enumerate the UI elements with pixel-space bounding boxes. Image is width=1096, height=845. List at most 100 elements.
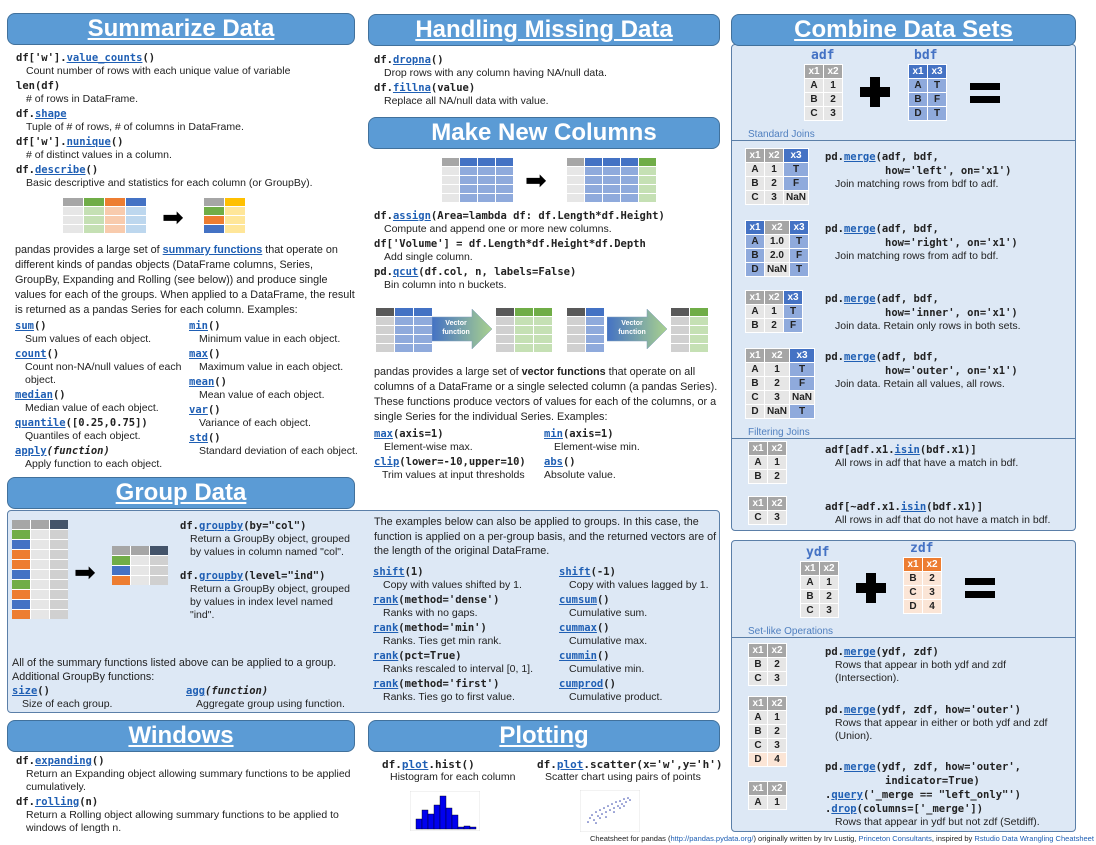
code-suffix: (value) xyxy=(430,82,476,94)
footer-text: , inspired by xyxy=(931,834,975,843)
link-qcut[interactable]: qcut xyxy=(392,266,419,278)
link-apply[interactable]: apply xyxy=(15,445,47,457)
plus-icon xyxy=(860,77,890,107)
combine-joins-panel xyxy=(731,44,1076,531)
link-cumsum[interactable]: cumsum xyxy=(559,594,597,606)
code-suffix: .hist() xyxy=(428,758,475,771)
label-line: function xyxy=(442,329,470,336)
plotting-header: Plotting xyxy=(368,720,720,752)
args: (axis=1) xyxy=(562,428,614,440)
link-abs[interactable]: abs xyxy=(544,456,563,468)
group-vector-functions: shift(1)Copy with values shifted by 1. r… xyxy=(373,565,718,705)
link-merge[interactable]: merge xyxy=(843,151,876,163)
link-count[interactable]: count xyxy=(15,348,47,360)
link-plot[interactable]: plot xyxy=(556,758,584,771)
link-merge[interactable]: merge xyxy=(843,293,876,305)
link-pandas-site[interactable]: http://pandas.pydata.org/ xyxy=(670,834,754,843)
link-var[interactable]: var xyxy=(189,404,208,416)
link-agg[interactable]: agg xyxy=(186,685,205,697)
link-shift[interactable]: shift xyxy=(559,566,591,578)
code-prefix: pd. xyxy=(825,151,844,163)
description: (Intersection). xyxy=(835,672,900,684)
link-sum[interactable]: sum xyxy=(15,320,34,332)
missing-title: Handling Missing Data xyxy=(415,16,673,43)
link-dropna[interactable]: dropna xyxy=(392,54,431,66)
link-rank[interactable]: rank xyxy=(373,594,399,606)
args: (pct=True) xyxy=(398,650,462,662)
description: Tuple of # of rows, # of columns in Data… xyxy=(26,121,244,133)
args: (-1) xyxy=(590,566,616,578)
arrow-right-icon: ➡ xyxy=(162,202,184,232)
code-suffix: (ydf, zdf, how='outer') xyxy=(875,704,1021,716)
args: () xyxy=(596,650,610,662)
link-fillna[interactable]: fillna xyxy=(392,82,431,94)
description: Drop rows with any column having NA/null… xyxy=(384,67,607,79)
newcols-section: df.assign(Area=lambda df: df.Length*df.H… xyxy=(374,209,724,293)
link-groupby-level[interactable]: groupby xyxy=(198,570,244,582)
link-merge[interactable]: merge xyxy=(843,223,876,235)
link-expanding[interactable]: expanding xyxy=(34,755,92,767)
link-nunique[interactable]: nunique xyxy=(66,136,111,148)
link-clip[interactable]: clip xyxy=(374,456,400,468)
description: Histogram for each column xyxy=(390,771,516,783)
link-rolling[interactable]: rolling xyxy=(34,796,80,808)
code-prefix: adf[~adf.x1. xyxy=(825,501,901,513)
code-suffix: (n) xyxy=(79,796,99,808)
code-suffix: (df.col, n, labels=False) xyxy=(418,266,577,278)
link-rstudio-cheatsheet[interactable]: Rstudio Data Wrangling Cheatsheet xyxy=(974,834,1094,843)
link-princeton-consultants[interactable]: Princeton Consultants xyxy=(858,834,932,843)
link-cummin[interactable]: cummin xyxy=(559,650,597,662)
link-assign[interactable]: assign xyxy=(392,210,431,222)
link-describe[interactable]: describe xyxy=(34,164,86,176)
link-shift[interactable]: shift xyxy=(373,566,405,578)
link-rank[interactable]: rank xyxy=(373,650,399,662)
code-line: how='inner', on='x1') xyxy=(885,307,1018,319)
link-isin[interactable]: isin xyxy=(900,501,927,513)
link-plot[interactable]: plot xyxy=(401,758,429,771)
footer-credits: Cheatsheet for pandas (http://pandas.pyd… xyxy=(590,834,1094,843)
link-value-counts[interactable]: value_counts xyxy=(66,52,143,64)
link-median[interactable]: median xyxy=(15,389,53,401)
description: Apply function to each object. xyxy=(25,458,163,470)
code-prefix: pd. xyxy=(825,761,844,773)
link-query[interactable]: query xyxy=(831,789,863,801)
code-suffix: (adf, bdf, xyxy=(875,151,939,163)
link-merge[interactable]: merge xyxy=(843,351,876,363)
link-merge[interactable]: merge xyxy=(843,646,876,658)
link-summary-functions[interactable]: summary functions xyxy=(162,244,263,256)
link-min[interactable]: min xyxy=(189,320,208,332)
link-max[interactable]: max xyxy=(189,348,208,360)
link-shape[interactable]: shape xyxy=(34,108,67,120)
link-isin[interactable]: isin xyxy=(894,444,920,456)
link-cumprod[interactable]: cumprod xyxy=(559,678,604,690)
link-min[interactable]: min xyxy=(544,428,563,440)
link-rank[interactable]: rank xyxy=(373,622,399,634)
link-drop[interactable]: drop xyxy=(831,803,857,815)
args: (1) xyxy=(404,566,424,578)
link-max[interactable]: max xyxy=(374,428,393,440)
args: () xyxy=(52,389,66,401)
link-rank[interactable]: rank xyxy=(373,678,399,690)
description: Bin column into n buckets. xyxy=(384,279,507,291)
description: Ranks. Ties go to first value. xyxy=(383,691,515,703)
args: () xyxy=(596,622,610,634)
left-join: pd.merge(adf, bdf, how='left', on='x1') … xyxy=(825,150,1085,191)
link-merge[interactable]: merge xyxy=(843,761,876,773)
code-prefix: df. xyxy=(374,54,393,66)
windows-header: Windows xyxy=(7,720,355,752)
group-title: Group Data xyxy=(115,479,247,506)
link-merge[interactable]: merge xyxy=(843,704,876,716)
link-size[interactable]: size xyxy=(12,685,38,697)
link-groupby[interactable]: groupby xyxy=(198,520,244,532)
link-std[interactable]: std xyxy=(189,432,208,444)
link-cummax[interactable]: cummax xyxy=(559,622,597,634)
missing-section: df.dropna()Drop rows with any column hav… xyxy=(374,53,719,109)
link-quantile[interactable]: quantile xyxy=(15,417,66,429)
link-mean[interactable]: mean xyxy=(189,376,215,388)
plus-icon xyxy=(856,573,886,603)
